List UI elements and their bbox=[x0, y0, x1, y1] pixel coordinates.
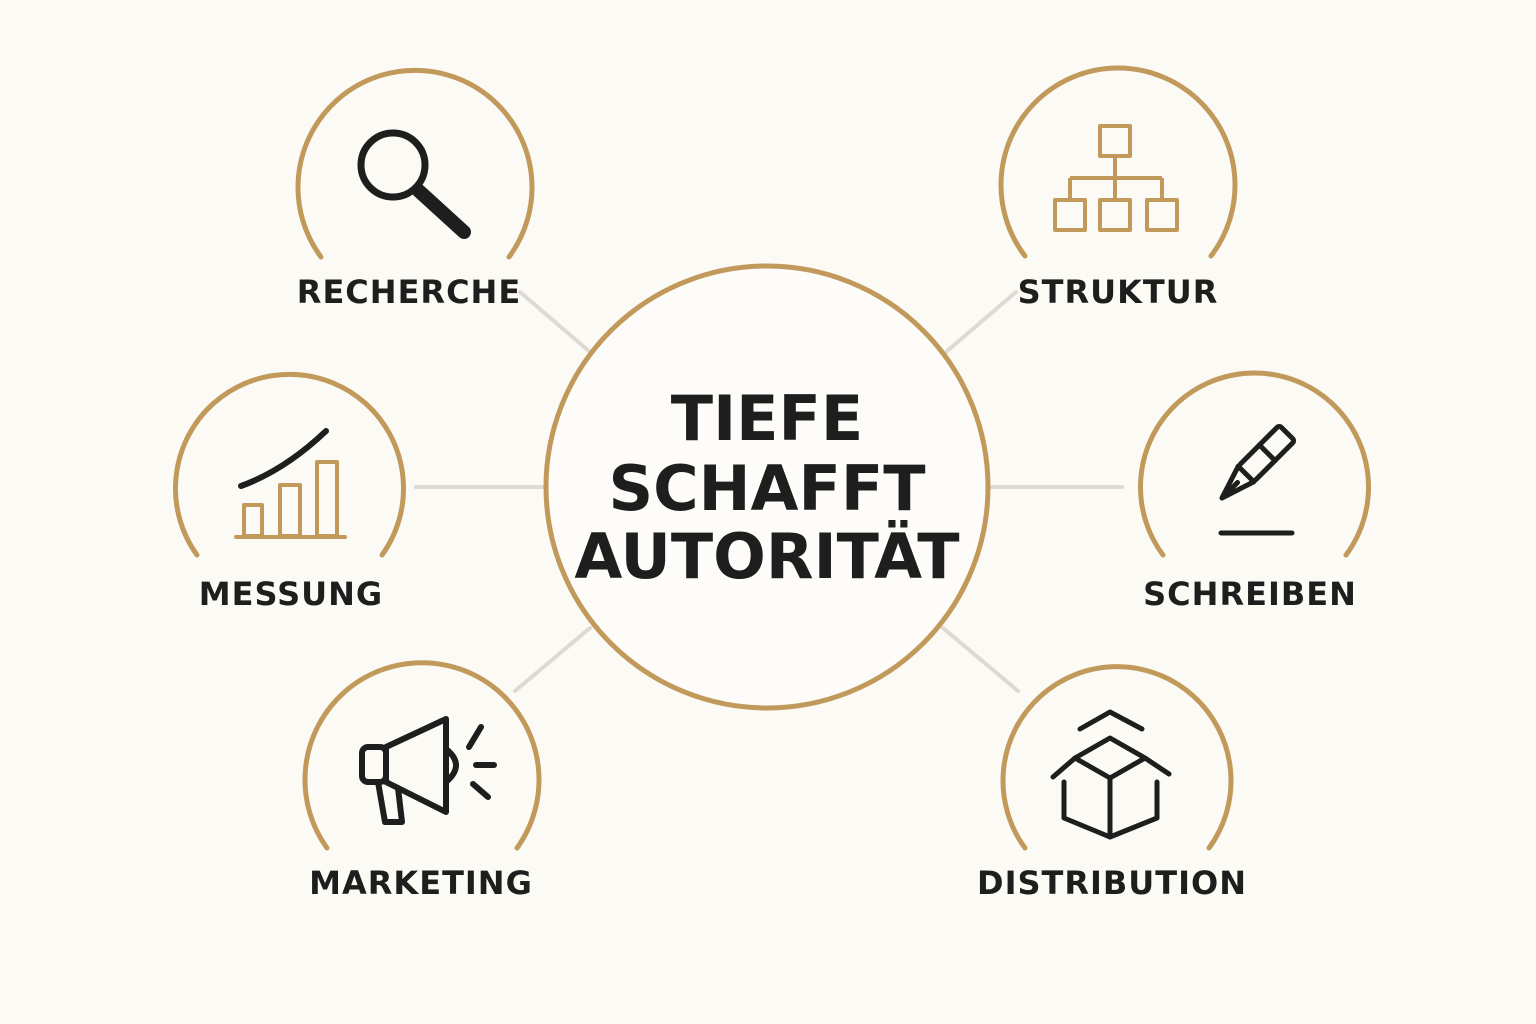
node-arc bbox=[998, 65, 1238, 259]
node-label-struktur: STRUKTUR bbox=[1018, 273, 1219, 311]
node-label-recherche: RECHERCHE bbox=[297, 273, 521, 311]
connector-recherche bbox=[518, 290, 592, 354]
node-distribution: DISTRIBUTION bbox=[977, 664, 1247, 902]
node-label-messung: MESSUNG bbox=[199, 575, 383, 613]
magnifier-icon bbox=[357, 129, 471, 239]
connectors bbox=[414, 290, 1124, 693]
node-label-distribution: DISTRIBUTION bbox=[977, 864, 1247, 902]
center-title-line-3: AUTORITÄT bbox=[574, 520, 959, 593]
node-arc bbox=[1000, 664, 1234, 851]
node-label-marketing: MARKETING bbox=[309, 864, 533, 902]
node-marketing: MARKETING bbox=[302, 660, 542, 902]
node-label-schreiben: SCHREIBEN bbox=[1143, 575, 1357, 613]
center-title-line-1: TIEFE bbox=[671, 382, 863, 455]
node-schreiben: SCHREIBEN bbox=[1138, 370, 1371, 613]
hierarchy-icon bbox=[1053, 124, 1179, 232]
node-arc bbox=[1138, 370, 1371, 558]
node-recherche: RECHERCHE bbox=[295, 67, 535, 311]
center-ring bbox=[543, 263, 991, 711]
node-struktur: STRUKTUR bbox=[998, 65, 1238, 311]
bar-chart-icon bbox=[234, 428, 347, 539]
node-messung: MESSUNG bbox=[173, 371, 406, 613]
node-arc bbox=[173, 371, 406, 558]
pen-icon bbox=[1218, 423, 1297, 536]
connector-struktur bbox=[944, 290, 1018, 354]
node-arc bbox=[295, 67, 535, 260]
node-arc bbox=[302, 660, 542, 851]
center-node: TIEFE SCHAFFT AUTORITÄT bbox=[543, 263, 991, 711]
connector-distribution bbox=[941, 626, 1020, 693]
connector-marketing bbox=[513, 626, 592, 693]
center-title-line-2: SCHAFFT bbox=[608, 452, 925, 525]
box-icon bbox=[1050, 709, 1172, 840]
megaphone-icon bbox=[359, 716, 497, 825]
